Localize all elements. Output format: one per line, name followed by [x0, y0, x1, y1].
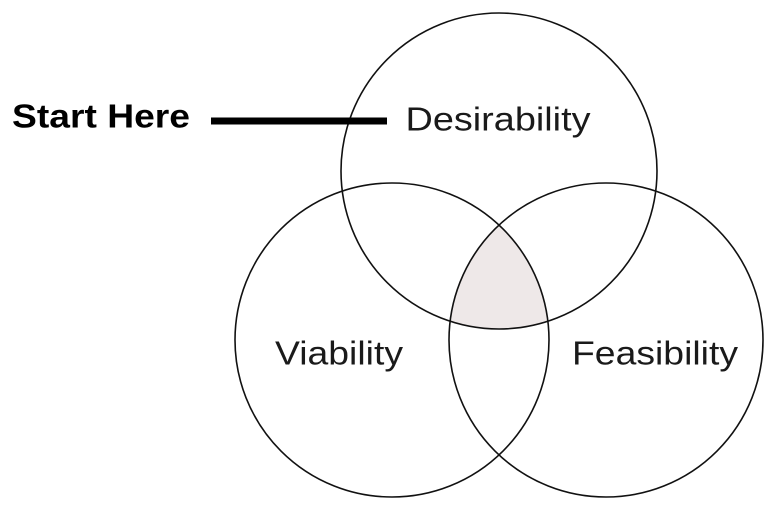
viability-circle: [234, 182, 550, 498]
start-here-label: Start Here: [12, 98, 190, 135]
feasibility-label: Feasibility: [572, 335, 739, 372]
desirability-label: Desirability: [406, 101, 592, 138]
feasibility-circle: [448, 182, 764, 498]
viability-label: Viability: [275, 335, 404, 372]
desirability-circle: [340, 12, 658, 330]
